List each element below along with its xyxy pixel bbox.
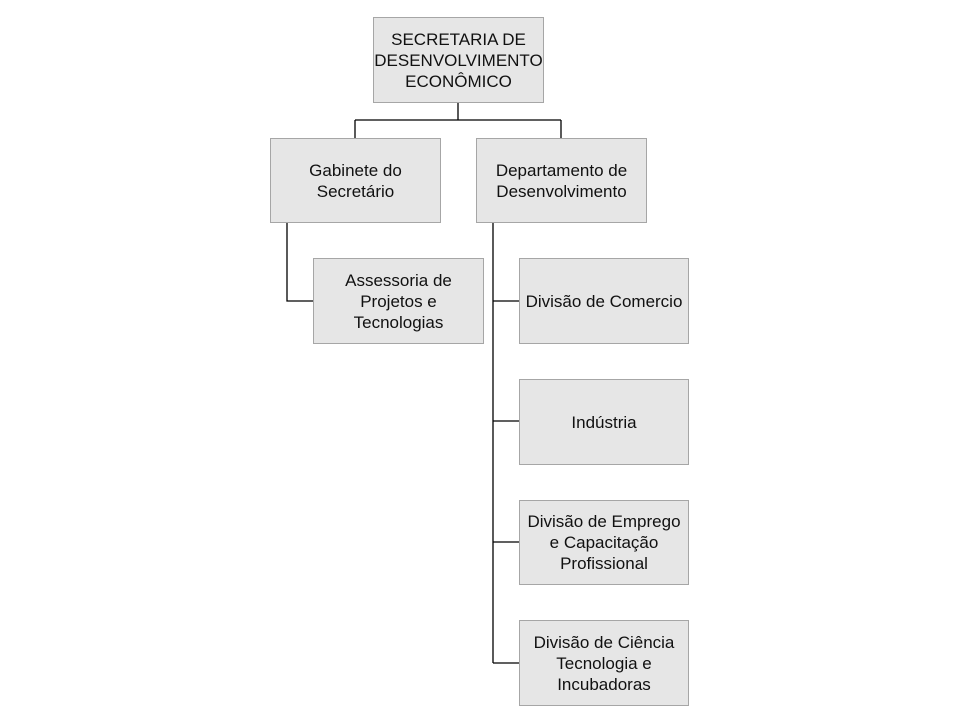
connector-departamento xyxy=(492,222,519,664)
connector-gabinete xyxy=(286,222,313,302)
org-box-divisao-comercio: Divisão de Comercio xyxy=(519,258,689,344)
org-box-root: SECRETARIA DE DESENVOLVIMENTO ECONÔMICO xyxy=(373,17,544,103)
org-box-divisao-ciencia: Divisão de Ciência Tecnologia e Incubado… xyxy=(519,620,689,706)
connector-root xyxy=(354,102,562,138)
org-box-departamento: Departamento de Desenvolvimento xyxy=(476,138,647,223)
org-box-assessoria: Assessoria de Projetos e Tecnologias xyxy=(313,258,484,344)
org-box-divisao-emprego: Divisão de Emprego e Capacitação Profiss… xyxy=(519,500,689,585)
org-box-gabinete: Gabinete do Secretário xyxy=(270,138,441,223)
org-box-industria: Indústria xyxy=(519,379,689,465)
